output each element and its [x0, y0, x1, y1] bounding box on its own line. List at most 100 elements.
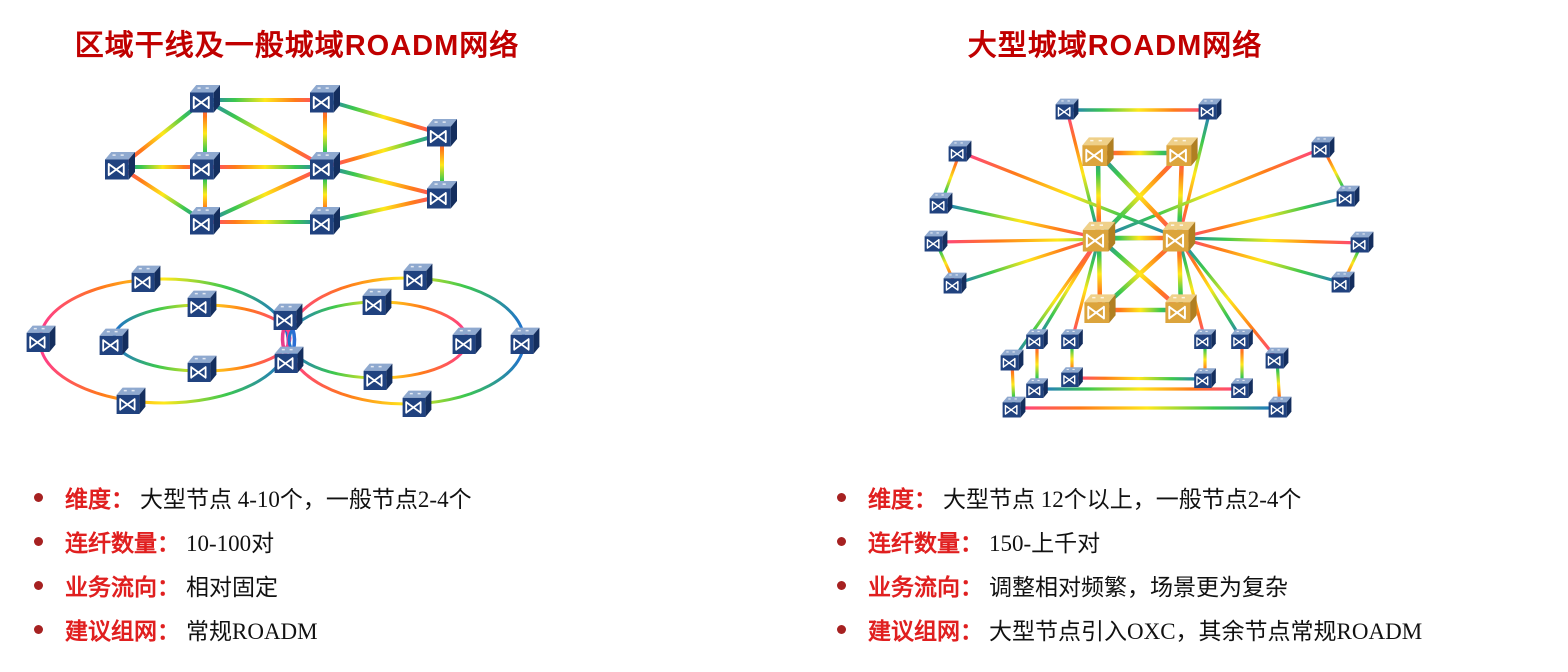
oxc-node-GT2: [1165, 136, 1199, 167]
bullet-row: 建议组网： 常规ROADM: [30, 612, 820, 656]
fiber-link: [1070, 236, 1101, 342]
bullet-text: 常规ROADM: [186, 619, 318, 644]
fiber-link: [1177, 236, 1364, 245]
bullet-row: 连纤数量： 150-上千对: [833, 524, 1563, 568]
fiber-link: [939, 202, 1101, 240]
bullet-text: 相对固定: [186, 575, 278, 600]
bullet-row: 建议组网： 大型节点引入OXC，其余节点常规ROADM: [833, 612, 1563, 656]
roadm-node-r8: [273, 345, 305, 374]
roadm-node-E: [309, 151, 341, 181]
roadm-node-bL2: [1060, 328, 1084, 350]
roadm-node-bR1: [1193, 328, 1217, 350]
bullet-text: 大型节点引入OXC，其余节点常规ROADM: [989, 619, 1423, 644]
roadm-node-bL6: [1001, 395, 1027, 419]
network-nodes: [25, 84, 541, 418]
fiber-link: [958, 150, 1181, 240]
bullet-row: 业务流向： 相对固定: [30, 568, 820, 612]
roadm-node-L4: [942, 271, 968, 295]
fiber-link: [118, 165, 207, 224]
network-nodes: [923, 97, 1375, 419]
roadm-node-r3: [98, 327, 130, 356]
fiber-link: [1010, 236, 1101, 363]
right-panel-title: 大型城域ROADM网络: [967, 30, 1263, 62]
roadm-node-r10: [402, 262, 434, 291]
bullet-label: 业务流向：: [868, 575, 983, 600]
bullet-row: 维度： 大型节点 4-10个，一般节点2-4个: [30, 480, 820, 524]
bullet-label: 建议组网：: [868, 619, 983, 644]
roadm-node-R4: [1330, 270, 1356, 294]
oxc-node-GM1: [1081, 220, 1117, 253]
bullet-label: 维度：: [65, 487, 134, 512]
bullet-text: 调整相对频繁，场景更为复杂: [989, 575, 1288, 600]
fiber-link: [203, 165, 327, 224]
roadm-node-r6: [115, 386, 147, 415]
bullet-row: 维度： 大型节点 12个以上，一般节点2-4个: [833, 480, 1563, 524]
roadm-node-R2: [1335, 184, 1361, 208]
fiber-link: [953, 236, 1101, 286]
bullet-label: 业务流向：: [65, 575, 180, 600]
roadm-node-F: [189, 206, 221, 236]
roadm-node-G: [309, 206, 341, 236]
bullet-dot-icon: [837, 493, 846, 502]
roadm-node-bL3: [999, 348, 1025, 372]
roadm-node-bR3: [1264, 346, 1290, 370]
bullet-label: 建议组网：: [65, 619, 180, 644]
fiber-link: [1177, 236, 1279, 361]
roadm-node-r5: [186, 354, 218, 383]
roadm-node-D: [189, 151, 221, 181]
roadm-node-bL5: [1025, 377, 1049, 399]
oxc-node-GB1: [1083, 293, 1117, 324]
bullet-dot-icon: [34, 581, 43, 590]
roadm-node-T2: [1197, 97, 1223, 121]
oxc-node-GB2: [1164, 293, 1198, 324]
roadm-node-r13: [362, 362, 394, 391]
fiber-link: [203, 98, 327, 169]
fiber-link: [1177, 236, 1244, 342]
fiber-link: [323, 194, 444, 224]
bullet-dot-icon: [837, 537, 846, 546]
roadm-node-bR5: [1230, 377, 1254, 399]
fiber-link: [1065, 108, 1101, 240]
fiber-link: [323, 165, 444, 198]
roadm-node-bR4: [1193, 367, 1217, 389]
ring-fiber: [38, 277, 290, 405]
roadm-node-r11: [451, 326, 483, 355]
fiber-link: [1177, 236, 1345, 285]
fiber-link: [1097, 146, 1325, 240]
bullet-dot-icon: [34, 493, 43, 502]
left-bullet-list: 维度： 大型节点 4-10个，一般节点2-4个 连纤数量： 10-100对 业务…: [30, 480, 820, 656]
roadm-node-H: [426, 118, 458, 148]
fiber-link: [1177, 236, 1207, 342]
roadm-node-r1: [25, 324, 57, 353]
fiber-link: [323, 132, 444, 169]
bullet-text: 10-100对: [186, 531, 275, 556]
roadm-node-bR6: [1267, 395, 1293, 419]
roadm-node-r14: [401, 389, 433, 418]
bullet-dot-icon: [837, 581, 846, 590]
bullet-text: 大型节点 12个以上，一般节点2-4个: [943, 487, 1302, 512]
roadm-node-r2: [130, 264, 162, 293]
oxc-node-GM2: [1161, 220, 1197, 253]
bullet-row: 业务流向： 调整相对频繁，场景更为复杂: [833, 568, 1563, 612]
right-network-diagram: [923, 97, 1375, 419]
roadm-node-T1: [1054, 97, 1080, 121]
roadm-node-L3: [923, 229, 949, 253]
bullet-label: 连纤数量：: [868, 531, 983, 556]
fiber-link: [1070, 376, 1207, 381]
fiber-link: [1177, 108, 1212, 240]
right-bullet-list: 维度： 大型节点 12个以上，一般节点2-4个 连纤数量： 150-上千对 业务…: [833, 480, 1563, 656]
roadm-node-r7: [272, 302, 304, 331]
bullet-label: 连纤数量：: [65, 531, 180, 556]
roadm-node-R3: [1349, 230, 1375, 254]
bullet-dot-icon: [34, 537, 43, 546]
bullet-text: 150-上千对: [989, 531, 1101, 556]
ring-fiber: [286, 276, 526, 406]
fiber-link: [1177, 195, 1350, 240]
roadm-node-L1: [947, 139, 973, 163]
roadm-node-R1: [1310, 135, 1336, 159]
fiber-link: [323, 98, 444, 136]
roadm-node-B: [189, 84, 221, 114]
left-panel-title: 区域干线及一般城域ROADM网络: [74, 30, 520, 62]
roadm-node-r4: [186, 289, 218, 318]
roadm-node-bL1: [1025, 328, 1049, 350]
